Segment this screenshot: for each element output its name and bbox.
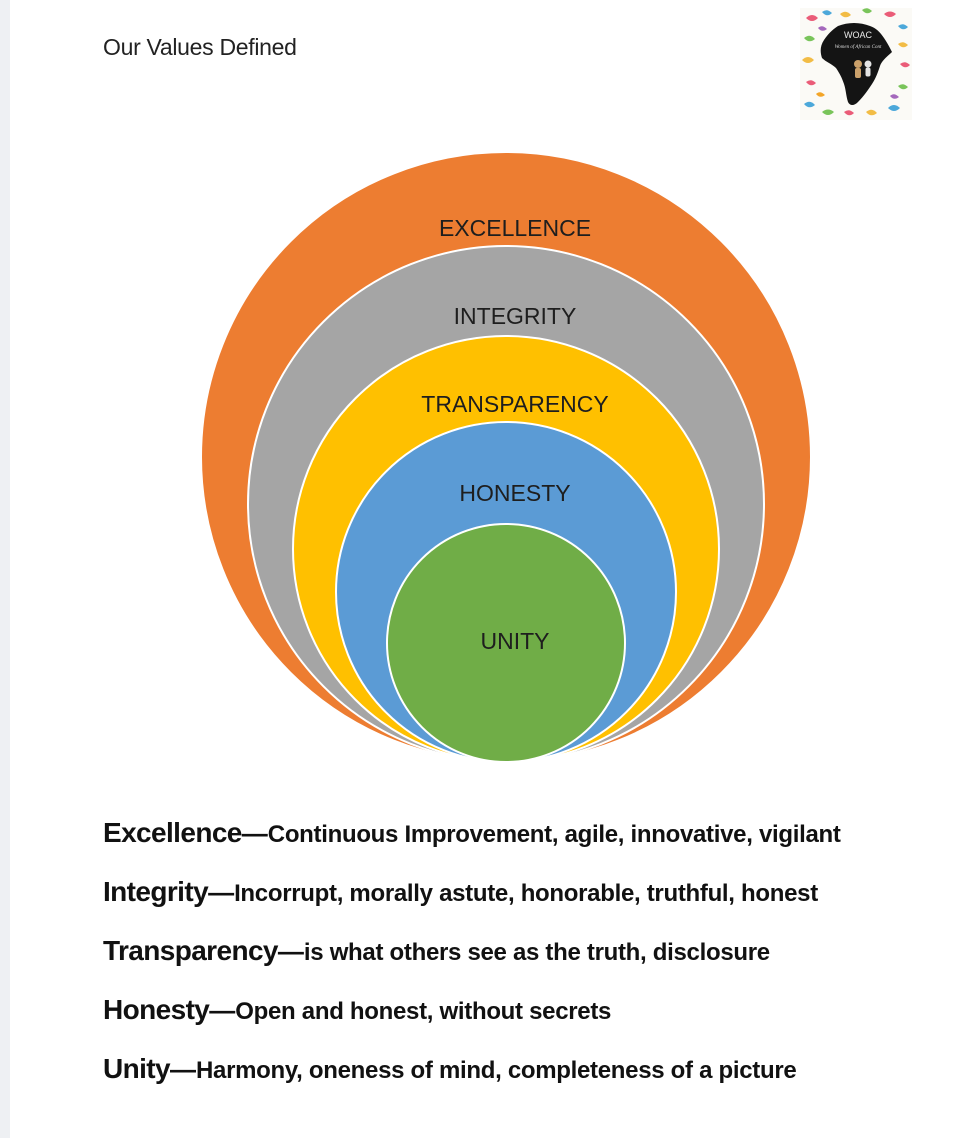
values-definitions-list: Excellence—Continuous Improvement, agile… <box>103 815 953 1110</box>
value-term: Transparency <box>103 935 279 966</box>
value-definition-transparency: Transparency—is what others see as the t… <box>103 933 953 969</box>
value-description: is what others see as the truth, disclos… <box>303 939 770 966</box>
woac-logo: WOAC Women of African Cont <box>800 8 912 120</box>
values-nested-circles-diagram: EXCELLENCE INTEGRITY TRANSPARENCY HONESTY UN… <box>200 151 812 763</box>
value-dash: — <box>277 936 304 966</box>
value-description: Continuous Improvement, agile, innovativ… <box>267 821 841 848</box>
ring-label-integrity: INTEGRITY <box>454 303 577 329</box>
value-definition-integrity: Integrity—Incorrupt, morally astute, hon… <box>103 874 953 910</box>
value-dash: — <box>241 818 268 848</box>
value-definition-excellence: Excellence—Continuous Improvement, agile… <box>103 815 953 851</box>
value-definition-honesty: Honesty—Open and honest, without secrets <box>103 992 953 1028</box>
svg-text:WOAC: WOAC <box>844 30 872 40</box>
value-dash: — <box>209 995 236 1025</box>
value-term: Integrity <box>103 876 209 907</box>
value-definition-unity: Unity—Harmony, oneness of mind, complete… <box>103 1051 953 1087</box>
svg-text:Women of African Cont: Women of African Cont <box>835 45 882 50</box>
africa-map-icon: WOAC Women of African Cont <box>802 8 910 116</box>
value-term: Excellence <box>103 817 242 848</box>
value-description: Harmony, oneness of mind, completeness o… <box>196 1057 797 1084</box>
ring-unity <box>386 523 626 763</box>
ring-label-honesty: HONESTY <box>459 480 570 506</box>
value-dash: — <box>208 877 235 907</box>
page-title: Our Values Defined <box>103 34 297 60</box>
value-dash: — <box>170 1054 197 1084</box>
ring-label-excellence: EXCELLENCE <box>439 215 591 241</box>
value-term: Unity <box>103 1053 171 1084</box>
ring-label-unity: UNITY <box>481 628 550 654</box>
value-term: Honesty <box>103 994 210 1025</box>
ring-label-transparency: TRANSPARENCY <box>421 391 608 417</box>
value-description: Open and honest, without secrets <box>235 998 612 1025</box>
value-description: Incorrupt, morally astute, honorable, tr… <box>234 880 818 907</box>
document-page: Our Values Defined <box>10 0 968 1138</box>
